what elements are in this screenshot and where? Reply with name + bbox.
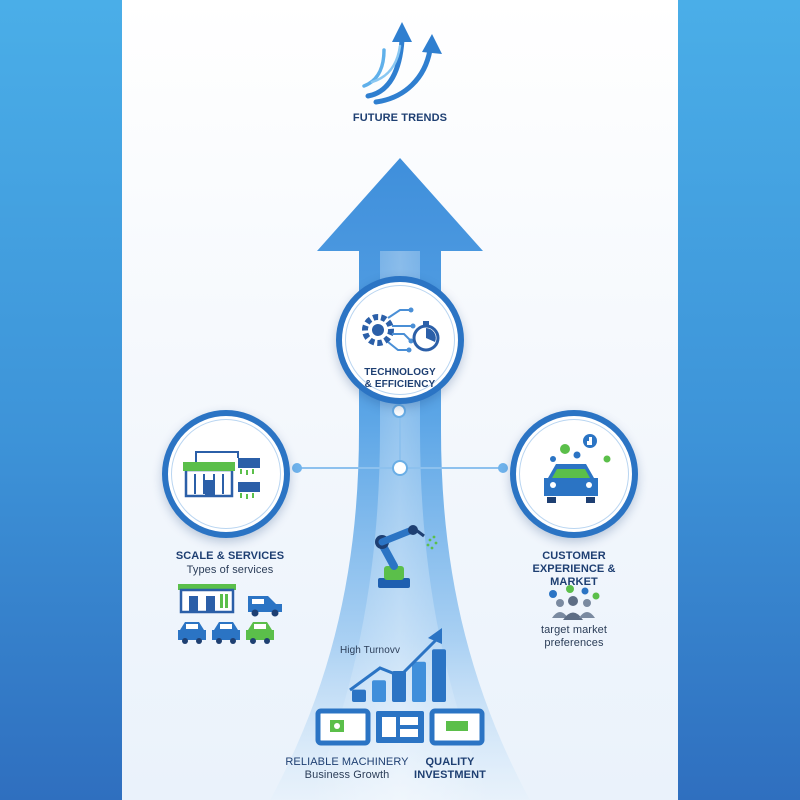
scale-services-label: SCALE & SERVICES [175, 550, 285, 562]
customer-label-1: CUSTOMER [542, 550, 606, 562]
connector-left [298, 467, 392, 469]
wash-station-icon [178, 584, 236, 614]
connector-vertical [399, 406, 401, 466]
robotic-arm-icon [375, 525, 438, 588]
technology-label-1: TECHNOLOGY [364, 367, 436, 378]
quality-label: QUALITY [425, 756, 475, 768]
chart-bar-1 [352, 689, 366, 702]
rising-arrowhead-2 [422, 34, 442, 54]
rising-arrowhead-1 [392, 22, 412, 42]
chart-bar-5 [432, 649, 446, 702]
growth-bar-chart [352, 649, 446, 702]
trend-arrowhead [428, 628, 442, 644]
car-icon-1 [178, 622, 206, 644]
gear-circuit-stopwatch-icon [362, 307, 440, 353]
customer-label-2: EXPERIENCE & [532, 563, 616, 575]
car-wash-station-icon [183, 451, 260, 499]
target-market-label-2: preferences [544, 637, 604, 649]
connector-top-junction [392, 404, 406, 418]
reliable-machinery-label: RELIABLE MACHINERY [285, 756, 409, 768]
control-cabinet-icon [376, 711, 424, 743]
connector-dot-right [498, 463, 508, 473]
technology-node [336, 276, 464, 404]
machine-panel-icon-2 [429, 708, 485, 746]
chart-label: High Turnovv [339, 645, 401, 656]
machine-panel-icon [315, 708, 371, 746]
customer-label-3: MARKET [550, 576, 598, 588]
technology-label-2: & EFFICIENCY [364, 379, 436, 390]
car-icon-3 [246, 622, 274, 644]
connector-junction [392, 460, 408, 476]
chart-bar-4 [412, 661, 426, 702]
connector-right [406, 467, 500, 469]
investment-label: INVESTMENT [414, 769, 486, 781]
target-market-label-1: target market [540, 624, 608, 636]
car-social-feedback-icon [544, 434, 611, 503]
connector-dot-left [292, 463, 302, 473]
trend-arrow-line [349, 638, 438, 692]
van-icon [248, 596, 282, 617]
future-trends-title: FUTURE TRENDS [352, 112, 448, 124]
scale-services-sublabel: Types of services [186, 564, 274, 576]
chart-bar-3 [392, 671, 406, 702]
customer-node [510, 410, 638, 538]
car-icon-2 [212, 622, 240, 644]
chart-bar-2 [372, 680, 386, 702]
customer-group-chat-icon [549, 585, 600, 620]
rising-arrows-icon [362, 37, 433, 105]
business-growth-label: Business Growth [304, 769, 390, 781]
